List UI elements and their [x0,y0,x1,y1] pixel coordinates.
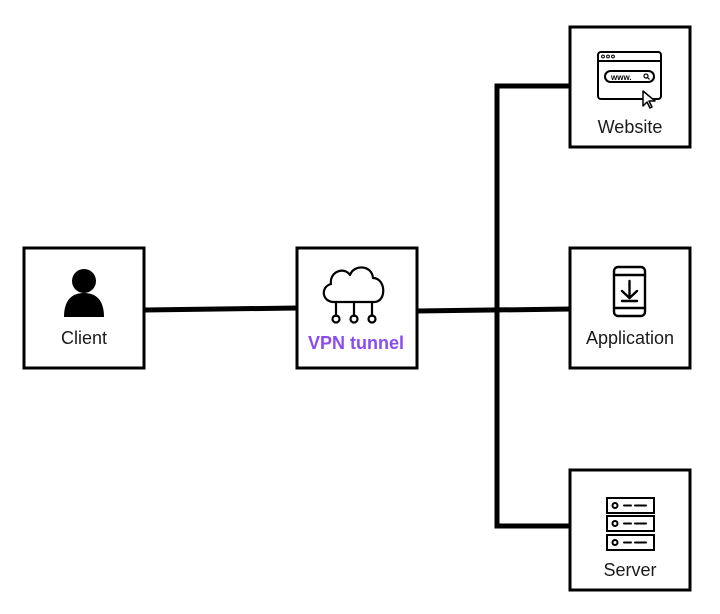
connector-client-vpn [144,305,298,313]
url-text: www. [610,73,632,82]
website-label: Website [598,117,663,137]
connectors [144,83,572,529]
vpn-node[interactable]: VPN tunnel [295,246,419,370]
client-node[interactable]: Client [22,246,146,370]
server-node[interactable]: Server [568,468,692,592]
user-icon [64,269,104,317]
application-node[interactable]: Application [568,246,692,370]
connector-trunk [494,83,571,529]
cloud-network-icon [322,266,385,324]
server-label: Server [603,560,656,580]
application-label: Application [586,328,674,348]
vpn-label: VPN tunnel [308,333,404,353]
cursor-icon [642,90,656,109]
server-rack-icon [606,497,655,551]
mobile-download-icon [612,265,647,318]
connector-vpn-application [416,306,572,314]
browser-window-icon: www. [597,51,662,109]
client-label: Client [61,328,107,348]
website-node[interactable]: www. Website [568,25,692,149]
